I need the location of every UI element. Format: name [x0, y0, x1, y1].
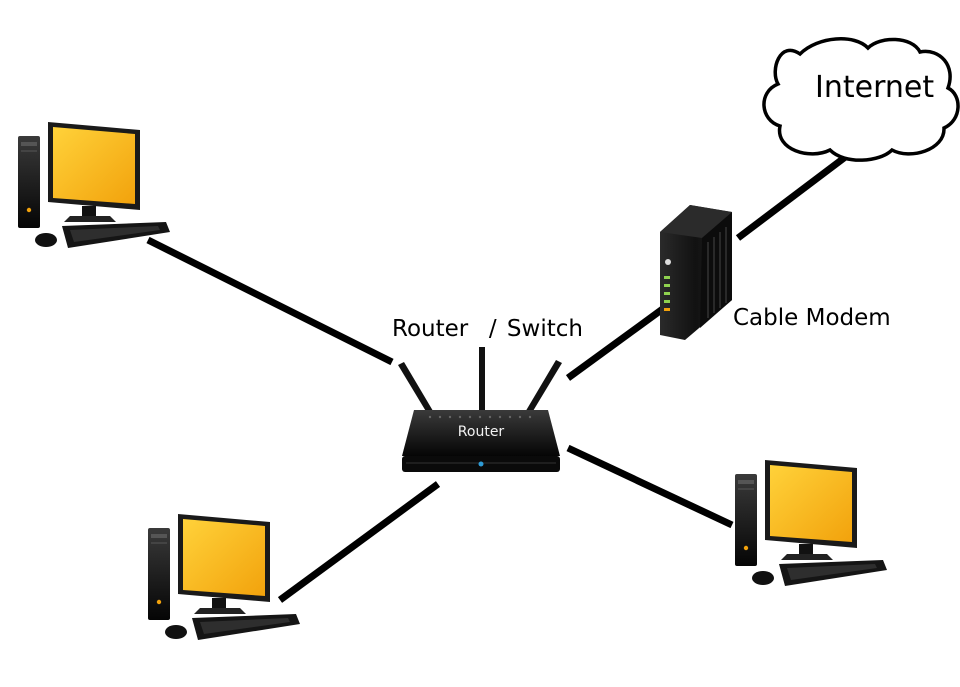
cable-modem-label: Cable Modem — [733, 305, 891, 331]
router-switch-label: Router / Switch — [392, 316, 583, 342]
cable-computer-bottom-left — [277, 481, 441, 603]
wireless-router-icon — [398, 347, 562, 472]
cloud-icon — [762, 37, 960, 162]
cable-computer-bottom-right — [566, 444, 734, 529]
cable-modem-to-internet — [735, 152, 851, 241]
internet-label: Internet — [815, 70, 935, 105]
router-face-label: Router — [457, 424, 505, 440]
cable-modem-icon — [660, 205, 732, 340]
desktop-computer-icon — [18, 122, 170, 248]
cables — [146, 152, 851, 603]
cable-modem-to-router — [565, 305, 667, 381]
cable-computer-top-left — [146, 236, 394, 366]
desktop-computer-icon — [735, 460, 887, 586]
desktop-computer-icon — [148, 514, 300, 640]
